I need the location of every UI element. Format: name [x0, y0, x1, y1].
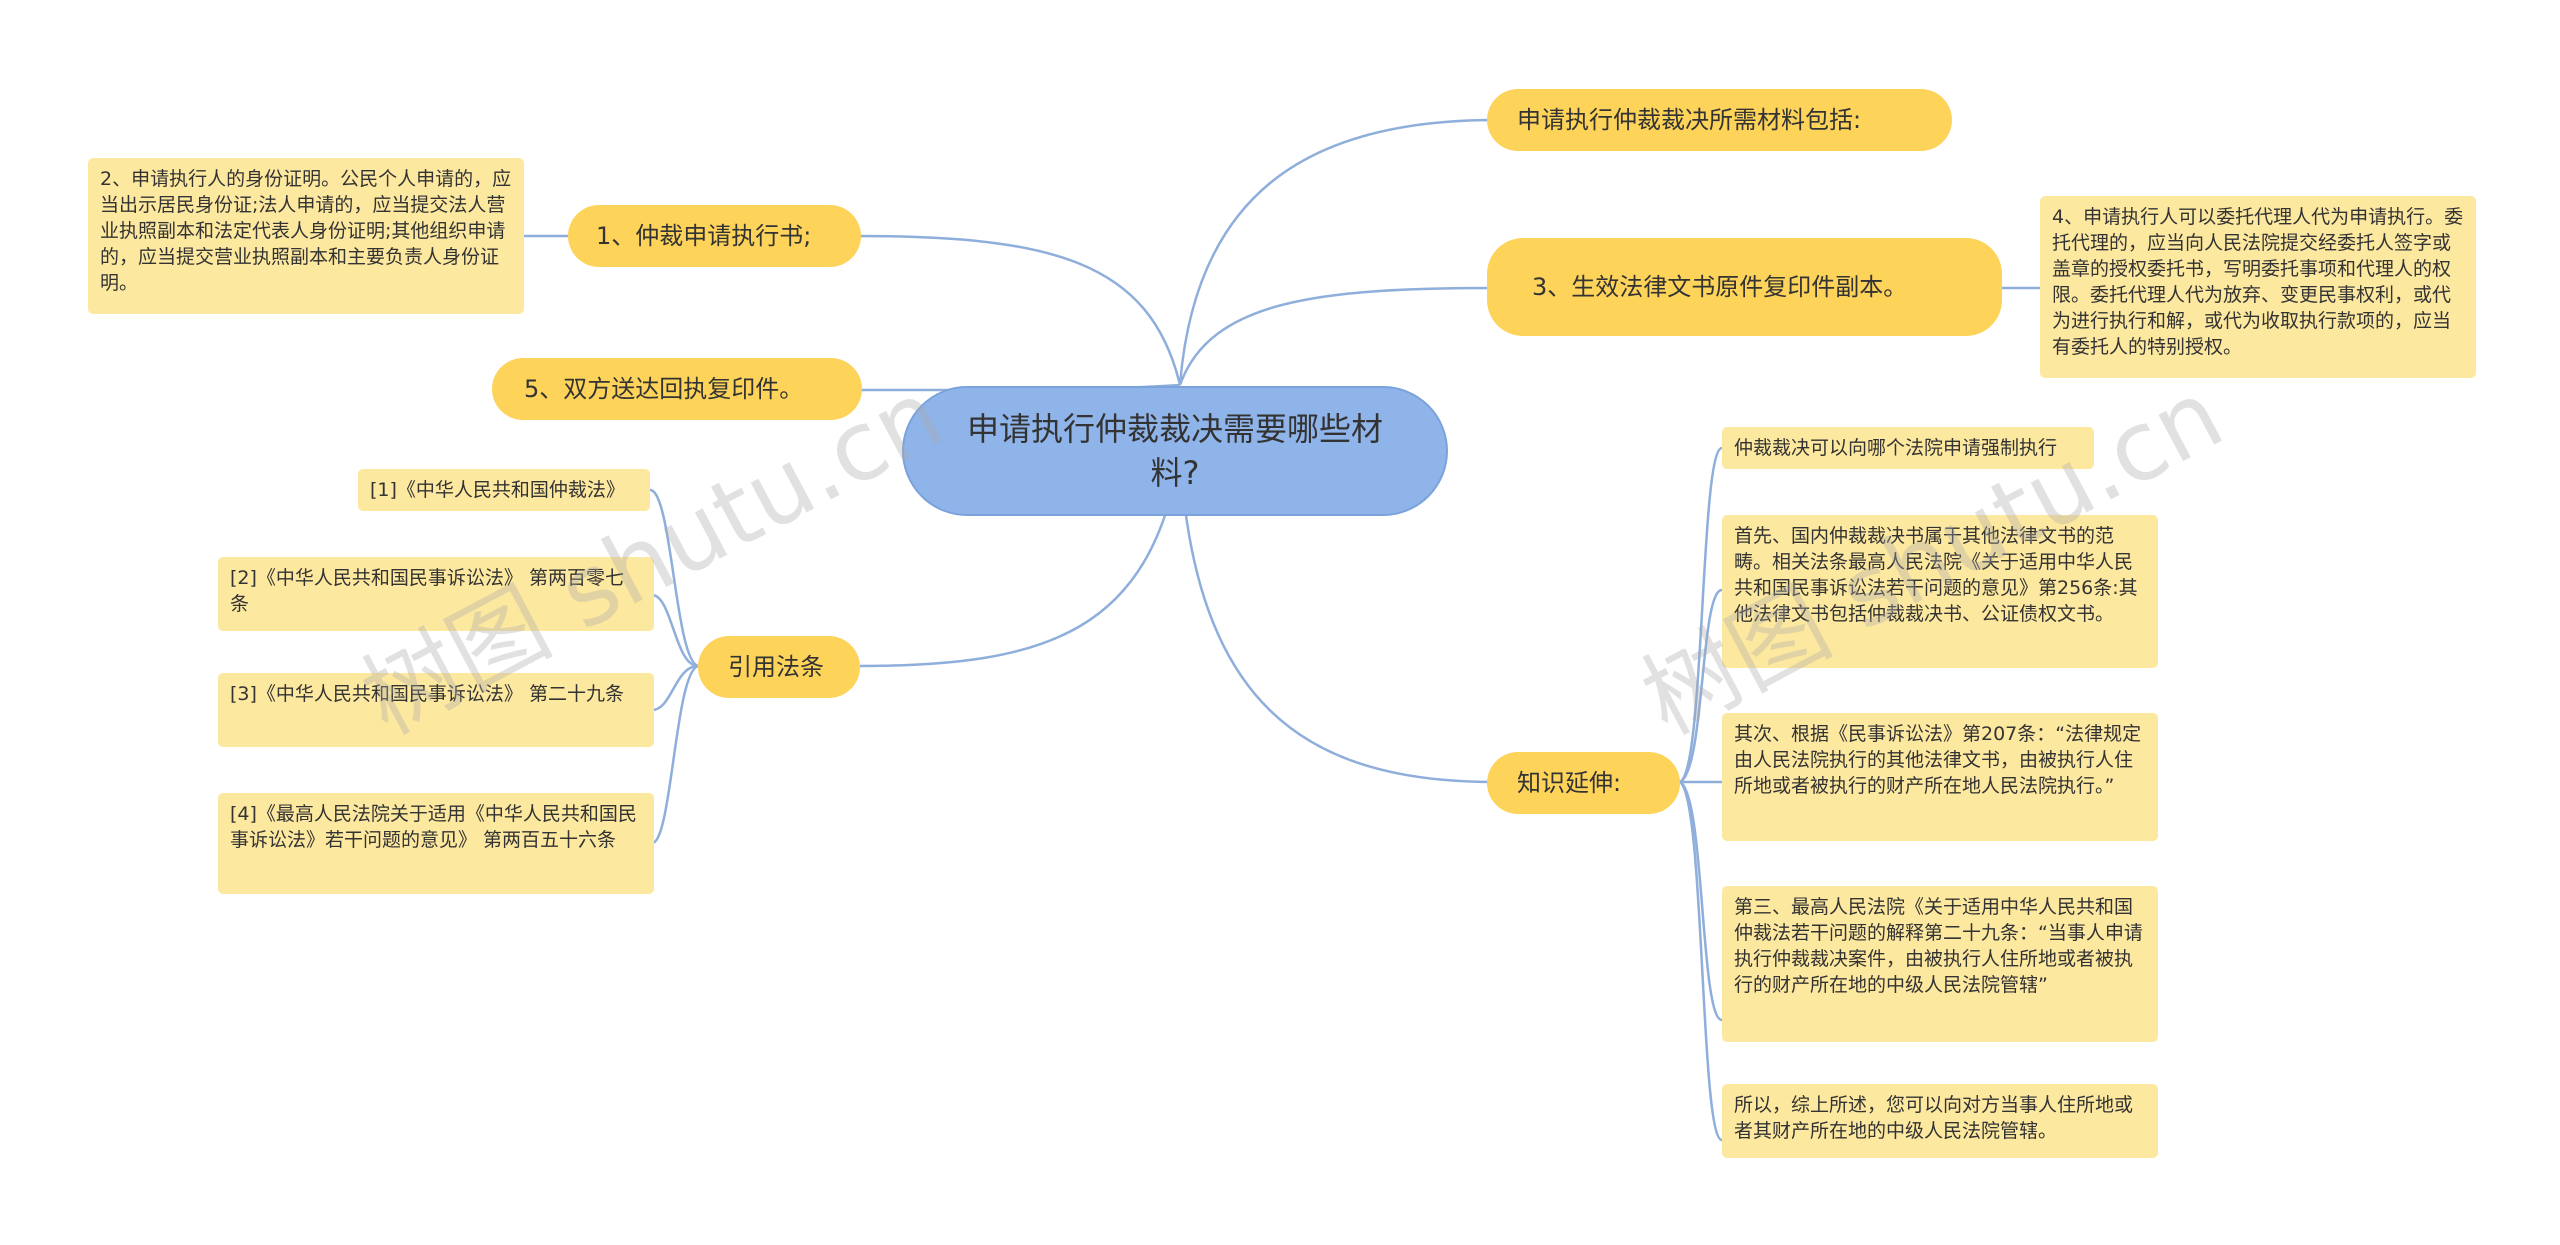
leaf-know4[interactable]: 第三、最高人民法院《关于适用中华人民共和国仲裁法若干问题的解释第二十九条：“当事…: [1722, 886, 2158, 1042]
link-root-knowledge: [1178, 454, 1496, 784]
link-root-item3: [1178, 286, 1496, 386]
leaf-cite3-text: [3]《中华人民共和国民事诉讼法》 第二十九条: [230, 683, 624, 705]
branch-materials-intro[interactable]: 申请执行仲裁裁决所需材料包括:: [1487, 89, 1952, 151]
leaf-know2[interactable]: 首先、国内仲裁裁决书属于其他法律文书的范畴。相关法条最高人民法院《关于适用中华人…: [1722, 515, 2158, 668]
link-cite2: [651, 593, 699, 668]
leaf-item4[interactable]: 4、申请执行人可以委托代理人代为申请执行。委托代理的，应当向人民法院提交经委托人…: [2040, 196, 2476, 378]
branch-item3[interactable]: 3、生效法律文书原件复印件副本。: [1487, 238, 2002, 336]
link-root-item1: [854, 234, 1182, 386]
branch-item3-label: 3、生效法律文书原件复印件副本。: [1532, 273, 1908, 301]
root-topic-label: 申请执行仲裁裁决需要哪些材料?: [966, 410, 1383, 492]
leaf-know5-text: 所以，综上所述，您可以向对方当事人住所地或者其财产所在地的中级人民法院管辖。: [1734, 1094, 2134, 1142]
leaf-item4-text: 4、申请执行人可以委托代理人代为申请执行。委托代理的，应当向人民法院提交经委托人…: [2052, 206, 2464, 358]
leaf-know4-text: 第三、最高人民法院《关于适用中华人民共和国仲裁法若干问题的解释第二十九条：“当事…: [1734, 896, 2143, 996]
link-cite3: [651, 664, 699, 712]
leaf-cite2[interactable]: [2]《中华人民共和国民事诉讼法》 第两百零七条: [218, 557, 654, 631]
leaf-know1[interactable]: 仲裁裁决可以向哪个法院申请强制执行: [1722, 427, 2094, 469]
link-cite1: [649, 488, 699, 668]
branch-item5[interactable]: 5、双方送达回执复印件。: [492, 358, 862, 420]
leaf-cite4-text: [4]《最高人民法院关于适用《中华人民共和国民事诉讼法》若干问题的意见》 第两百…: [230, 803, 637, 851]
leaf-cite2-text: [2]《中华人民共和国民事诉讼法》 第两百零七条: [230, 567, 624, 615]
leaf-know2-text: 首先、国内仲裁裁决书属于其他法律文书的范畴。相关法条最高人民法院《关于适用中华人…: [1734, 525, 2138, 625]
link-cite4: [651, 664, 699, 845]
leaf-item2[interactable]: 2、申请执行人的身份证明。公民个人申请的，应当出示居民身份证;法人申请的，应当提…: [88, 158, 524, 314]
link-know2: [1679, 588, 1723, 784]
link-root-materials: [1178, 118, 1496, 386]
branch-citations-label: 引用法条: [728, 653, 824, 681]
leaf-cite1-text: [1]《中华人民共和国仲裁法》: [370, 479, 625, 501]
branch-materials-intro-label: 申请执行仲裁裁决所需材料包括:: [1517, 106, 1862, 134]
link-know1: [1679, 446, 1723, 784]
leaf-know1-text: 仲裁裁决可以向哪个法院申请强制执行: [1734, 437, 2058, 459]
branch-item1[interactable]: 1、仲裁申请执行书;: [568, 205, 861, 267]
leaf-cite4[interactable]: [4]《最高人民法院关于适用《中华人民共和国民事诉讼法》若干问题的意见》 第两百…: [218, 793, 654, 894]
leaf-cite1[interactable]: [1]《中华人民共和国仲裁法》: [358, 469, 650, 511]
leaf-item2-text: 2、申请执行人的身份证明。公民个人申请的，应当出示居民身份证;法人申请的，应当提…: [100, 168, 512, 294]
branch-item1-label: 1、仲裁申请执行书;: [596, 222, 812, 250]
branch-item5-label: 5、双方送达回执复印件。: [524, 375, 804, 403]
link-root-citations: [859, 454, 1182, 668]
link-know4: [1679, 780, 1723, 1022]
leaf-know5[interactable]: 所以，综上所述，您可以向对方当事人住所地或者其财产所在地的中级人民法院管辖。: [1722, 1084, 2158, 1158]
branch-citations[interactable]: 引用法条: [698, 636, 860, 698]
branch-knowledge[interactable]: 知识延伸:: [1487, 752, 1680, 814]
leaf-know3-text: 其次、根据《民事诉讼法》第207条：“法律规定由人民法院执行的其他法律文书，由被…: [1734, 723, 2142, 797]
branch-knowledge-label: 知识延伸:: [1517, 769, 1622, 797]
root-topic[interactable]: 申请执行仲裁裁决需要哪些材料?: [902, 386, 1448, 516]
leaf-cite3[interactable]: [3]《中华人民共和国民事诉讼法》 第二十九条: [218, 673, 654, 747]
link-know5: [1679, 780, 1724, 1142]
leaf-know3[interactable]: 其次、根据《民事诉讼法》第207条：“法律规定由人民法院执行的其他法律文书，由被…: [1722, 713, 2158, 841]
